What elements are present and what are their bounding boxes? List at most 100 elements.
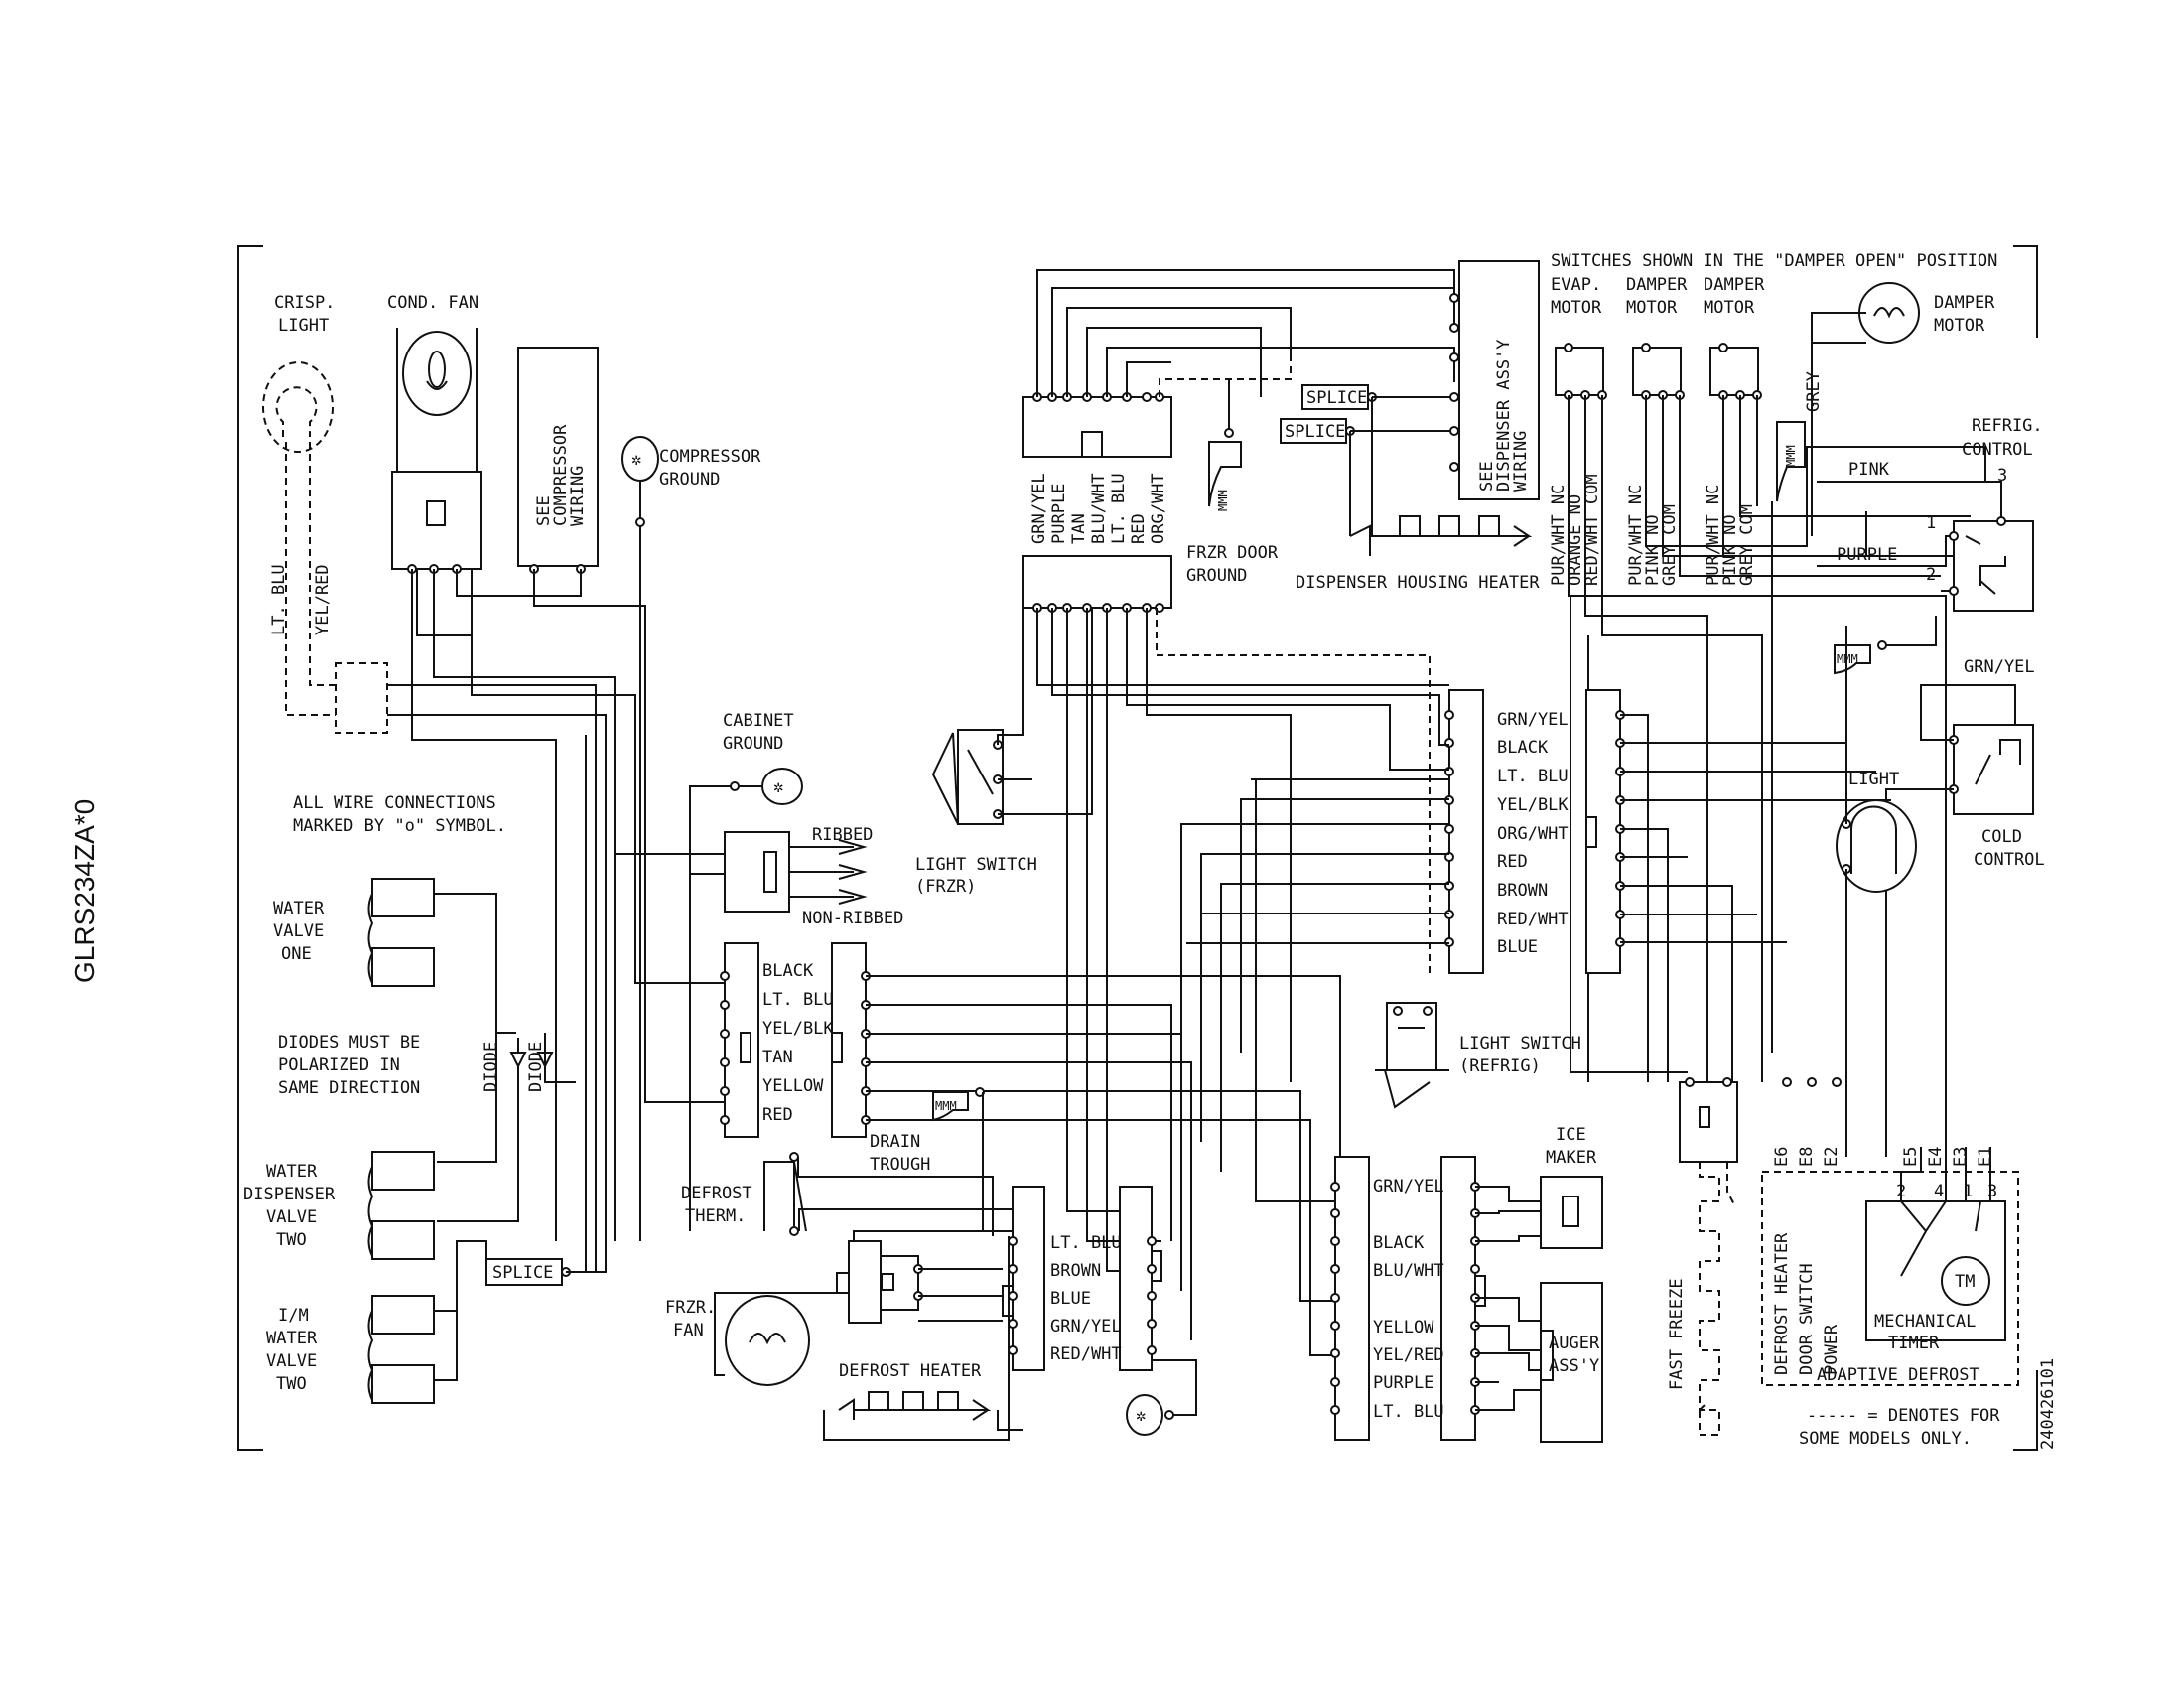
tt-e4: E4 xyxy=(1926,1147,1946,1167)
refrig-control: REFRIG. CONTROL PINK PURPLE 3 1 2 xyxy=(1817,416,2043,612)
damper-motor-b2: MOTOR xyxy=(1704,298,1755,318)
ffc-grn-yel: GRN/YEL xyxy=(1050,1317,1122,1336)
see-compressor-1: SEE xyxy=(534,495,554,526)
defrost-therm: DEFROST THERM. xyxy=(681,1152,1013,1236)
connection-dot xyxy=(1147,1345,1157,1355)
light-label: LIGHT xyxy=(1848,770,1899,789)
connection-dot xyxy=(720,1115,730,1125)
sc-5: PINK NO xyxy=(1643,514,1663,586)
lc-tan: TAN xyxy=(762,1048,793,1067)
water-valve-one: WATER VALVE ONE xyxy=(273,878,516,1034)
frzr-door-ground-1: FRZR DOOR xyxy=(1186,543,1279,563)
imc-purple: PURPLE xyxy=(1373,1373,1433,1393)
imc-yel-red: YEL/RED xyxy=(1373,1345,1444,1365)
water-dispenser-valve: WATER DISPENSER VALVE TWO xyxy=(243,1151,435,1260)
ice-maker: ICE MAKER xyxy=(1475,1125,1603,1249)
connection-dot xyxy=(1147,1236,1157,1246)
connection-dot xyxy=(1330,1293,1340,1303)
water-valve-one-1: WATER xyxy=(273,899,325,918)
connection-dot xyxy=(1449,352,1459,362)
legend-note: ----- = DENOTES FOR SOME MODELS ONLY. xyxy=(1799,1406,2000,1449)
wire-lt-blu-vert: LT. BLU xyxy=(269,564,289,635)
lc-black: BLACK xyxy=(762,961,814,981)
frzr-fan: FRZR. FAN xyxy=(665,1230,1003,1386)
ice-maker-2: MAKER xyxy=(1546,1148,1597,1168)
fast-freeze: FAST FREEZE xyxy=(1667,1077,1738,1436)
damper-mmm-label: MMM xyxy=(1784,445,1798,467)
imc-black: BLACK xyxy=(1373,1233,1425,1253)
connection-dot xyxy=(1142,392,1152,402)
sc-7: PUR/WHT NC xyxy=(1704,485,1723,586)
cc-blue: BLUE xyxy=(1497,937,1538,957)
defrost-heater: DEFROST HEATER xyxy=(823,1236,1023,1441)
diodes: DIODE DIODE xyxy=(437,1032,576,1222)
splice-left: SPLICE xyxy=(485,735,607,1286)
th-purple: PURPLE xyxy=(1049,484,1069,544)
connection-dot xyxy=(1147,1264,1157,1274)
connection-dot xyxy=(1444,710,1454,720)
cc-red-wht: RED/WHT xyxy=(1497,910,1569,929)
imwv-3: VALVE xyxy=(266,1351,317,1371)
light-switch-frzr-2: (FRZR) xyxy=(915,877,976,897)
im-water-valve: I/M WATER VALVE TWO xyxy=(266,1240,487,1404)
th-tan: TAN xyxy=(1069,513,1089,544)
th-red: RED xyxy=(1129,513,1149,544)
light-switch-refrig-2: (REFRIG) xyxy=(1459,1056,1541,1076)
fast-freeze-label: FAST FREEZE xyxy=(1667,1278,1687,1390)
tp-3: 3 xyxy=(1987,1182,1997,1201)
sc-1: PUR/WHT NC xyxy=(1549,485,1569,586)
imc-yellow: YELLOW xyxy=(1373,1318,1434,1337)
drain-trough-2: TROUGH xyxy=(870,1155,930,1175)
cold-control: GRN/YEL COLD CONTROL xyxy=(1885,657,2045,1157)
imwv-2: WATER xyxy=(266,1329,318,1348)
defrost-heater-label: DEFROST HEATER xyxy=(839,1361,982,1381)
connection-dot xyxy=(1641,343,1651,352)
wire-purple: PURPLE xyxy=(1837,545,1897,565)
tt-e5: E5 xyxy=(1901,1147,1921,1167)
auger: AUGER ASS'Y xyxy=(1475,1282,1603,1443)
connection-dot xyxy=(1330,1348,1340,1358)
timer-terminals: E6 E8 E2 E5 E4 E3 E1 xyxy=(1772,1077,1995,1167)
damper-motor-b1: DAMPER xyxy=(1704,275,1765,295)
ice-maker-1: ICE xyxy=(1556,1125,1586,1145)
imc-grn-yel: GRN/YEL xyxy=(1373,1177,1444,1196)
crisp-light-label-2: LIGHT xyxy=(278,316,329,336)
cc-brown: BROWN xyxy=(1497,881,1548,901)
see-disp-1: SEE xyxy=(1477,461,1497,492)
see-compressor-2: COMPRESSOR xyxy=(551,424,571,526)
damper-switches: SWITCHES SHOWN IN THE "DAMPER OPEN" POSI… xyxy=(1551,251,1997,536)
cabinet-ground-2: GROUND xyxy=(723,734,783,754)
frzr-fan-connector: LT. BLU BROWN BLUE GRN/YEL RED/WHT xyxy=(1002,1186,1162,1371)
diode-label-2: DIODE xyxy=(526,1042,546,1092)
refrig-pin-3: 3 xyxy=(1997,466,2007,486)
defrost-therm-2: THERM. xyxy=(685,1206,746,1226)
imwv-4: TWO xyxy=(276,1374,307,1394)
connection-dot xyxy=(1330,1182,1340,1192)
splice-2: SPLICE xyxy=(1285,422,1345,442)
mech-timer-2: TIMER xyxy=(1888,1334,1940,1353)
dispenser: SPLICE SPLICE SEE DISPENSER ASS'Y WIRING… xyxy=(1280,260,1540,593)
connection-dot xyxy=(1330,1208,1340,1218)
connection-dot xyxy=(1330,1321,1340,1331)
refrig-control-2: CONTROL xyxy=(1962,440,2033,460)
note-diodes-3: SAME DIRECTION xyxy=(278,1078,420,1098)
connection-dot xyxy=(720,1057,730,1067)
non-ribbed-label: NON-RIBBED xyxy=(802,909,903,928)
drawing-number: 240426101 xyxy=(2038,1358,2058,1450)
connection-dot xyxy=(1449,426,1459,436)
cold-control-1: COLD xyxy=(1981,827,2022,847)
note-switches: SWITCHES SHOWN IN THE "DAMPER OPEN" POSI… xyxy=(1551,251,1997,271)
connection-note: ALL WIRE CONNECTIONS MARKED BY "o" SYMBO… xyxy=(293,793,506,836)
connection-dot xyxy=(1470,1264,1480,1274)
cc-org-wht: ORG/WHT xyxy=(1497,824,1569,844)
ground-star-icon: ✲ xyxy=(773,777,783,797)
wdv-2: DISPENSER xyxy=(243,1185,336,1204)
ground-star-icon: ✲ xyxy=(631,450,641,470)
tt-e2: E2 xyxy=(1822,1147,1842,1167)
crisp-light-label-1: CRISP. xyxy=(274,293,335,313)
legend-2: SOME MODELS ONLY. xyxy=(1799,1429,1972,1449)
splice-left-label: SPLICE xyxy=(492,1263,553,1283)
refrig-pin-2: 2 xyxy=(1926,565,1936,585)
th-lt-blu: LT. BLU xyxy=(1109,473,1129,544)
